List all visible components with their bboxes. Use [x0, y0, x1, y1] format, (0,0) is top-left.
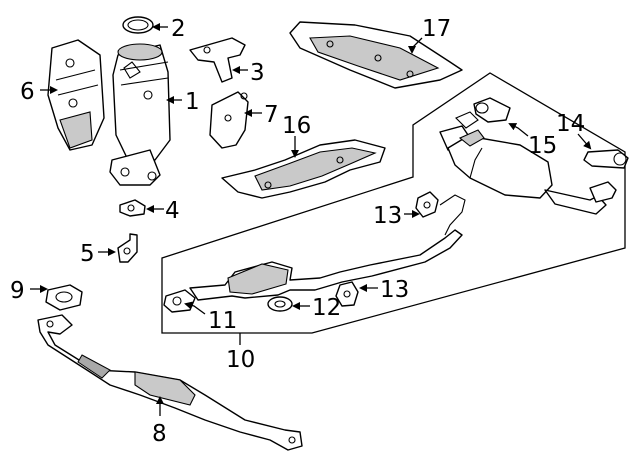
bracket-part-7 [209, 91, 249, 149]
hanger-part-4 [119, 199, 146, 217]
intermediate-pipe-resonator-part [163, 194, 466, 313]
callout-8: 8 [152, 396, 167, 447]
callout-12: 12 [292, 295, 341, 321]
callout-15-label: 15 [528, 133, 557, 159]
mid-heat-shield-part [221, 139, 386, 199]
callout-10-label: 10 [226, 347, 255, 373]
callout-10: 10 [226, 347, 255, 373]
callout-3-label: 3 [250, 60, 265, 86]
converter-heat-shield-part [47, 39, 105, 151]
callout-17: 17 [408, 16, 451, 54]
callout-8-label: 8 [152, 421, 167, 447]
isolator-part-12 [267, 296, 293, 312]
callout-3: 3 [232, 60, 265, 86]
callout-17-label: 17 [422, 16, 451, 42]
callout-15: 15 [508, 123, 557, 159]
callout-2: 2 [152, 16, 186, 42]
exhaust-tip-part-15 [473, 97, 511, 123]
callout-4-label: 4 [165, 198, 180, 224]
callout-5: 5 [80, 241, 116, 267]
callout-12-label: 12 [312, 295, 341, 321]
bracket-part-3 [189, 37, 246, 83]
callout-6: 6 [20, 79, 58, 105]
front-exhaust-pipe-part [37, 314, 303, 451]
callout-13-lower-label: 13 [380, 277, 409, 303]
callout-2-label: 2 [171, 16, 186, 42]
callout-14: 14 [556, 111, 592, 150]
callout-4: 4 [146, 198, 180, 224]
exhaust-assembly-group-frame [161, 72, 626, 334]
callout-7: 7 [244, 102, 279, 128]
callout-13-lower: 13 [359, 277, 409, 303]
callout-9: 9 [10, 278, 48, 304]
underbody-heat-shield-part [289, 21, 463, 89]
muffler-part [439, 111, 617, 215]
isolator-part-13-upper [415, 191, 439, 218]
flange-gasket-part [45, 284, 83, 311]
callout-16: 16 [282, 113, 311, 158]
callout-1-label: 1 [185, 89, 200, 115]
hanger-part-5 [117, 233, 138, 263]
callout-13-upper: 13 [373, 203, 420, 229]
isolator-part-13-lower [335, 281, 359, 307]
callout-14-label: 14 [556, 111, 585, 137]
callout-6-label: 6 [20, 79, 35, 105]
callout-11: 11 [184, 301, 237, 334]
callout-9-label: 9 [10, 278, 25, 304]
catalytic-converter-part [109, 43, 171, 186]
callout-1: 1 [166, 89, 200, 115]
callout-11-label: 11 [208, 308, 237, 334]
callout-7-label: 7 [264, 102, 279, 128]
callout-13-upper-label: 13 [373, 203, 402, 229]
gasket-ring-part [122, 16, 154, 34]
callout-16-label: 16 [282, 113, 311, 139]
exhaust-tip-part-14 [583, 149, 629, 169]
callout-5-label: 5 [80, 241, 95, 267]
